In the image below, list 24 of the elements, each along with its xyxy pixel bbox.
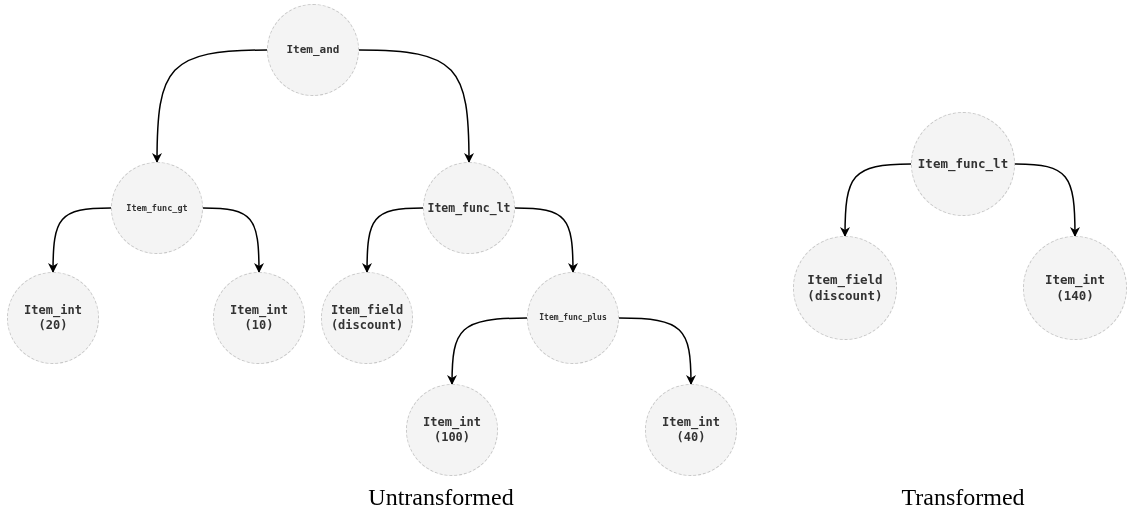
node-label: Item_int (10) (229, 303, 289, 333)
arrow (618, 317, 696, 385)
node-label: Item_func_gt (126, 202, 188, 214)
arrow (1014, 163, 1080, 237)
node-label: Item_func_lt (427, 200, 511, 216)
arrow (48, 207, 112, 273)
node-label: Item_int (100) (422, 415, 482, 445)
arrow (202, 207, 264, 273)
node-label: Item_int (20) (23, 303, 83, 333)
arrow (358, 49, 474, 163)
node-label: Item_int (140) (1043, 272, 1107, 304)
arrow (447, 317, 528, 385)
arrow (840, 163, 912, 237)
arrow (152, 49, 268, 163)
node-label: Item_func_lt (917, 156, 1009, 172)
tree-caption: Untransformed (368, 484, 514, 511)
node-label: Item_field (discount) (806, 272, 884, 304)
node-label: Item_func_plus (539, 313, 607, 323)
arrow (514, 207, 578, 273)
node-label: Item_field (discount) (329, 303, 405, 333)
node-label: Item_and (286, 43, 340, 57)
arrow (362, 207, 424, 273)
tree-caption: Transformed (901, 484, 1025, 511)
node-label: Item_int (40) (661, 415, 721, 445)
